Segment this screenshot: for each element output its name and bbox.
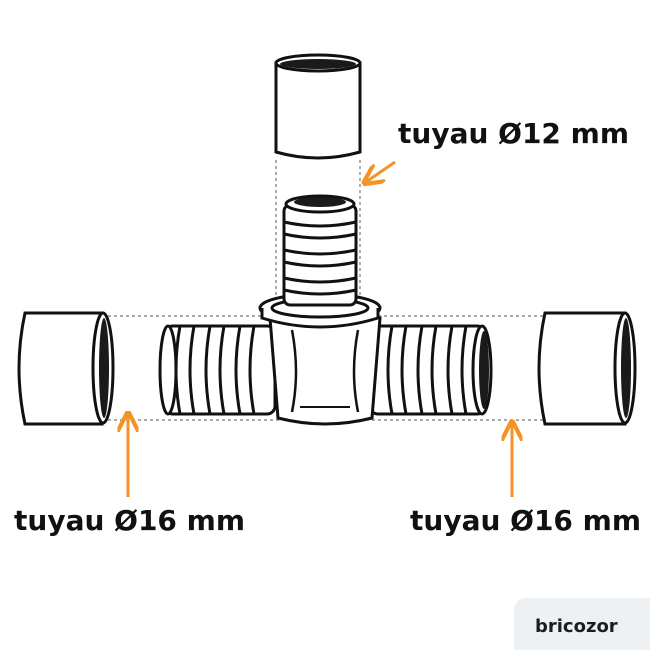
label-pipe-left: tuyau Ø16 mm	[14, 504, 246, 537]
pipe-right	[537, 311, 637, 426]
barb-rings	[174, 220, 468, 415]
brand-logo: bricozor	[535, 616, 618, 637]
arrow-top	[366, 160, 396, 182]
pipe-left	[17, 311, 115, 426]
brand-badge	[514, 598, 650, 650]
tee-body	[158, 194, 493, 426]
callout-arrows	[128, 160, 512, 497]
label-pipe-right: tuyau Ø16 mm	[410, 504, 642, 537]
label-pipe-top: tuyau Ø12 mm	[398, 117, 630, 150]
pipe-top	[274, 53, 362, 160]
